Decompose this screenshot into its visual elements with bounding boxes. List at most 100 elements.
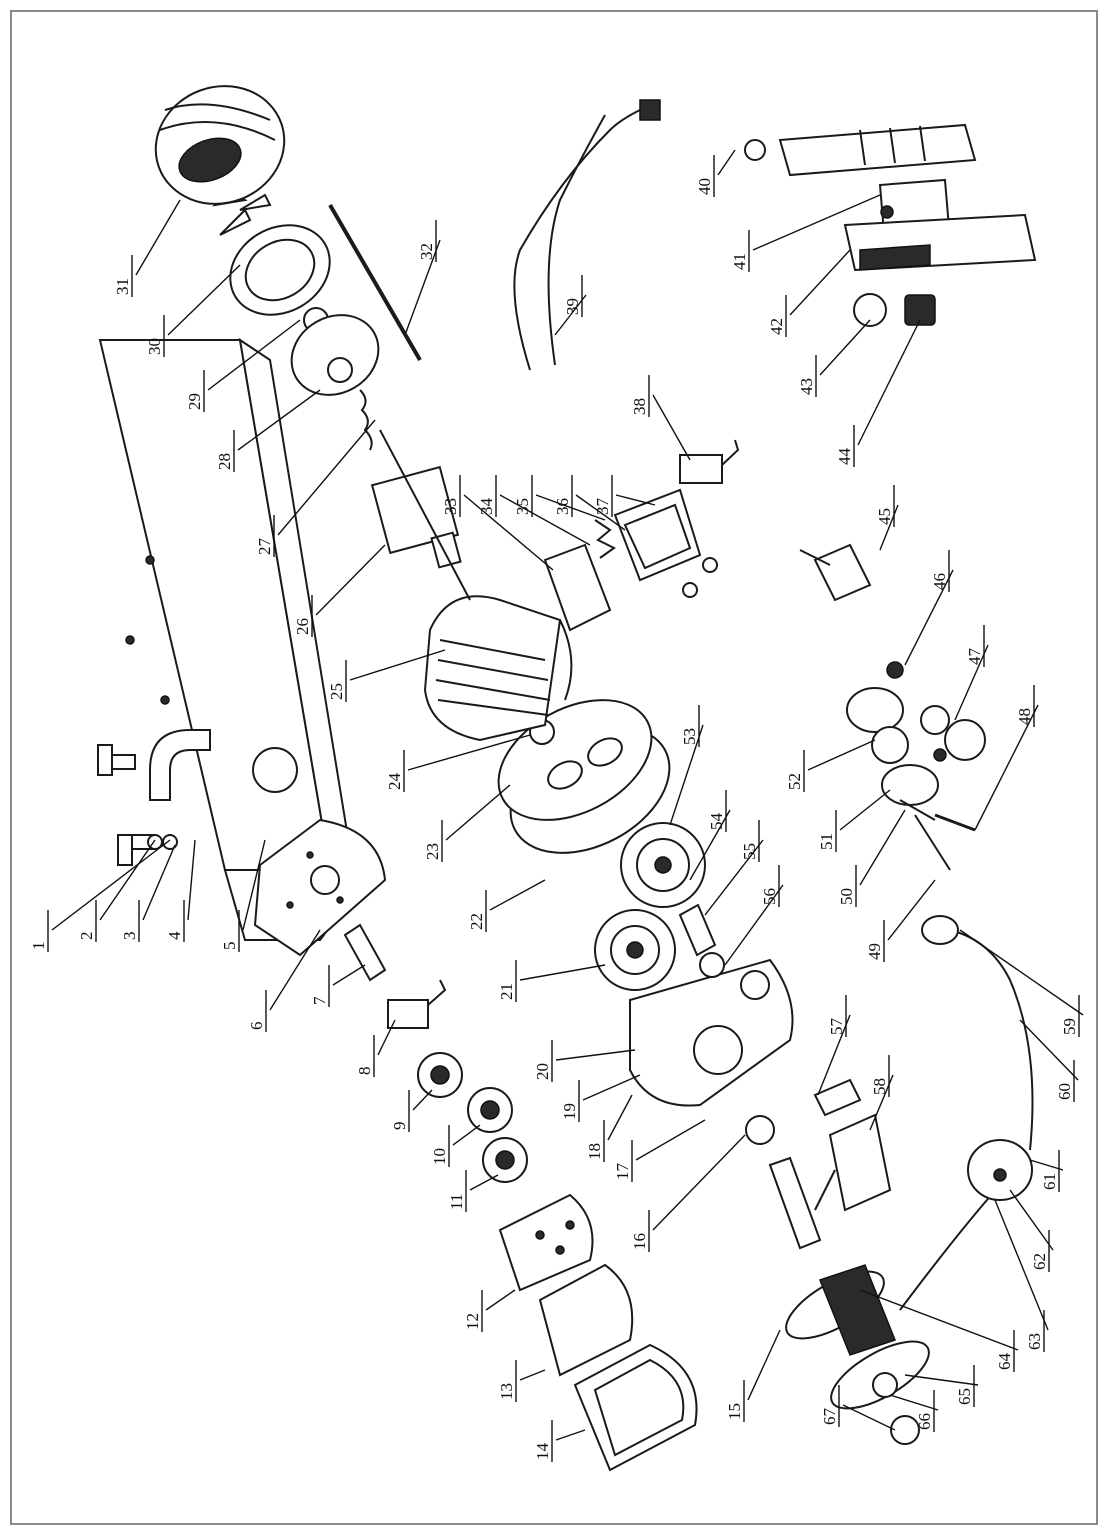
terminal-screw-2	[682, 582, 698, 598]
handle-housing	[843, 213, 1037, 272]
callout-33: 33	[441, 498, 460, 515]
leader-line-62	[1009, 1189, 1054, 1251]
leader-line-43	[819, 319, 871, 376]
callout-22: 22	[467, 913, 486, 930]
pulley-plate	[881, 764, 939, 806]
callout-45: 45	[875, 508, 894, 525]
leader-line-4	[187, 839, 196, 921]
leader-line-35	[535, 494, 606, 521]
callout-15: 15	[725, 1403, 744, 1420]
drum-nut-66	[872, 1372, 898, 1398]
leader-line-52	[807, 739, 876, 771]
drum-cap-67	[890, 1415, 920, 1445]
callout-67: 67	[820, 1408, 839, 1426]
callout-1: 1	[29, 942, 48, 951]
leader-line-10	[452, 1124, 481, 1146]
callout-57: 57	[827, 1018, 846, 1036]
callout-21: 21	[497, 983, 516, 1000]
callout-10: 10	[430, 1148, 449, 1165]
callout-7: 7	[310, 996, 329, 1005]
leader-line-31	[135, 199, 181, 276]
leader-line-45	[879, 504, 899, 551]
power-cable-2	[547, 114, 606, 366]
leader-line-38	[652, 394, 691, 461]
nut-46	[886, 661, 904, 679]
callout-17: 17	[613, 1163, 632, 1181]
leader-line-65	[904, 1374, 979, 1386]
mains-plug	[799, 543, 872, 602]
bolt-top	[97, 744, 113, 776]
leader-line-23	[445, 784, 511, 841]
leader-line-20	[555, 1049, 636, 1061]
callout-23: 23	[423, 843, 442, 860]
callout-31: 31	[113, 278, 132, 295]
callout-11: 11	[447, 1194, 466, 1210]
callout-9: 9	[390, 1122, 409, 1131]
callout-2: 2	[77, 932, 96, 941]
callout-19: 19	[560, 1103, 579, 1120]
callout-25: 25	[327, 683, 346, 700]
callout-leaders	[47, 149, 1084, 1462]
leader-line-64	[859, 1289, 1019, 1351]
leader-line-3	[142, 844, 176, 921]
leader-line-15	[747, 1329, 781, 1401]
gear-small-9	[417, 1052, 463, 1098]
callout-61: 61	[1040, 1173, 1059, 1190]
leader-line-22	[489, 879, 546, 911]
wire-rope	[899, 1184, 1001, 1311]
leader-line-16	[652, 1134, 746, 1231]
leader-line-7	[332, 964, 366, 986]
leader-line-33	[463, 494, 554, 571]
callout-36: 36	[553, 498, 572, 515]
leader-line-61	[1029, 1159, 1064, 1171]
callout-54: 54	[707, 813, 726, 831]
push-button	[853, 293, 887, 327]
callout-24: 24	[385, 773, 404, 791]
bolt-1	[117, 834, 133, 866]
leader-line-27	[277, 419, 376, 536]
gear-housing	[629, 958, 794, 1107]
callout-47: 47	[965, 648, 984, 666]
leader-line-34	[499, 494, 591, 546]
leader-line-9	[412, 1089, 433, 1111]
leader-line-36	[575, 494, 626, 531]
callout-53: 53	[680, 728, 699, 745]
leader-line-13	[519, 1369, 546, 1381]
leader-line-54	[689, 809, 731, 881]
leader-line-29	[207, 319, 301, 391]
callout-6: 6	[247, 1022, 266, 1031]
callout-12: 12	[463, 1313, 482, 1330]
strain-relief	[744, 139, 766, 161]
leader-line-55	[704, 839, 764, 916]
seal-57	[813, 1078, 862, 1117]
leader-line-40	[717, 149, 736, 176]
callout-20: 20	[533, 1063, 552, 1080]
leader-line-67	[842, 1404, 896, 1431]
axle-50	[899, 799, 936, 821]
gear-small-10	[467, 1087, 513, 1133]
callout-5: 5	[220, 942, 239, 951]
callout-58: 58	[870, 1078, 889, 1095]
gear-small-11	[482, 1137, 528, 1183]
callout-50: 50	[837, 888, 856, 905]
u-clamp	[99, 729, 211, 850]
leader-line-60	[1019, 1019, 1079, 1081]
terminal-screw	[702, 557, 718, 573]
hook-weight	[967, 1139, 1033, 1201]
limit-switch-upper	[679, 439, 740, 484]
callout-18: 18	[585, 1143, 604, 1160]
leader-line-48	[974, 704, 1039, 831]
callout-51: 51	[817, 833, 836, 850]
callout-35: 35	[513, 498, 532, 515]
leader-line-50	[859, 809, 906, 886]
large-gear-53	[620, 822, 706, 908]
leader-line-59	[959, 929, 1084, 1016]
large-gear-21	[594, 909, 676, 991]
leader-line-42	[789, 249, 851, 316]
terminal-spring	[594, 519, 616, 559]
control-handle	[778, 123, 977, 177]
callout-56: 56	[760, 888, 779, 905]
callout-14: 14	[533, 1443, 552, 1461]
callout-63: 63	[1025, 1333, 1044, 1350]
